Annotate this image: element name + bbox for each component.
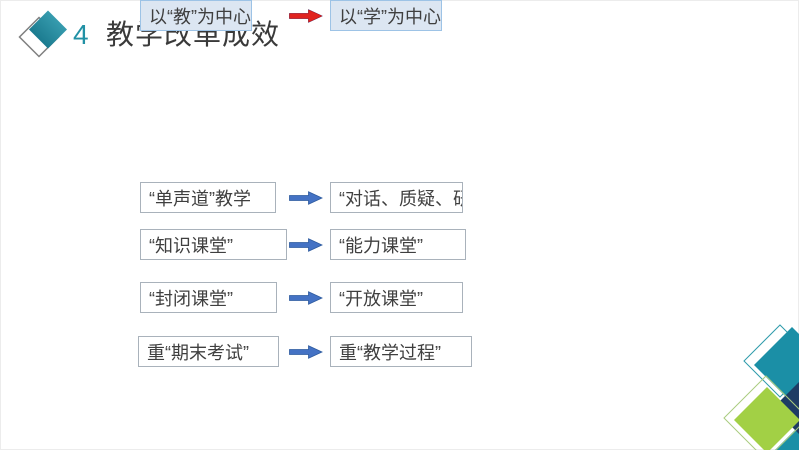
before-box: 以“教”为中心: [140, 0, 252, 31]
before-box: “知识课堂”: [140, 229, 287, 260]
before-box: “封闭课堂”: [140, 282, 277, 313]
corner-teal-diamond: [775, 426, 799, 450]
transform-row-highlighted: 以“教”为中心 以“学”为中心: [0, 0, 799, 31]
transform-row: “封闭课堂” “开放课堂”: [0, 282, 799, 313]
slide-number: 4: [73, 19, 89, 50]
teal-diamond: [754, 327, 799, 403]
transform-row: “知识课堂” “能力课堂”: [0, 229, 799, 260]
diamond-cluster-decoration: [723, 324, 799, 450]
after-box: “对话、质疑、研讨”教学: [330, 182, 463, 213]
transform-row: 重“期末考试” 重“教学过程”: [0, 336, 799, 367]
right-arrow-red-icon: [289, 9, 323, 23]
outline-green-diamond: [723, 375, 799, 450]
green-diamond: [734, 387, 799, 450]
outline-teal-diamond: [743, 324, 799, 398]
after-box: 以“学”为中心: [330, 0, 442, 31]
after-box: “能力课堂”: [330, 229, 466, 260]
teal-diamond-icon: [18, 10, 67, 58]
before-box: “单声道”教学: [140, 182, 276, 213]
right-arrow-icon: [289, 291, 323, 305]
before-box: 重“期末考试”: [138, 336, 279, 367]
right-arrow-icon: [289, 238, 323, 252]
after-box: “开放课堂”: [330, 282, 463, 313]
right-arrow-icon: [289, 191, 323, 205]
filled-diamond-shape: [29, 10, 67, 49]
transform-row: “单声道”教学 “对话、质疑、研讨”教学: [0, 182, 799, 213]
right-arrow-icon: [289, 345, 323, 359]
after-box: 重“教学过程”: [330, 336, 472, 367]
